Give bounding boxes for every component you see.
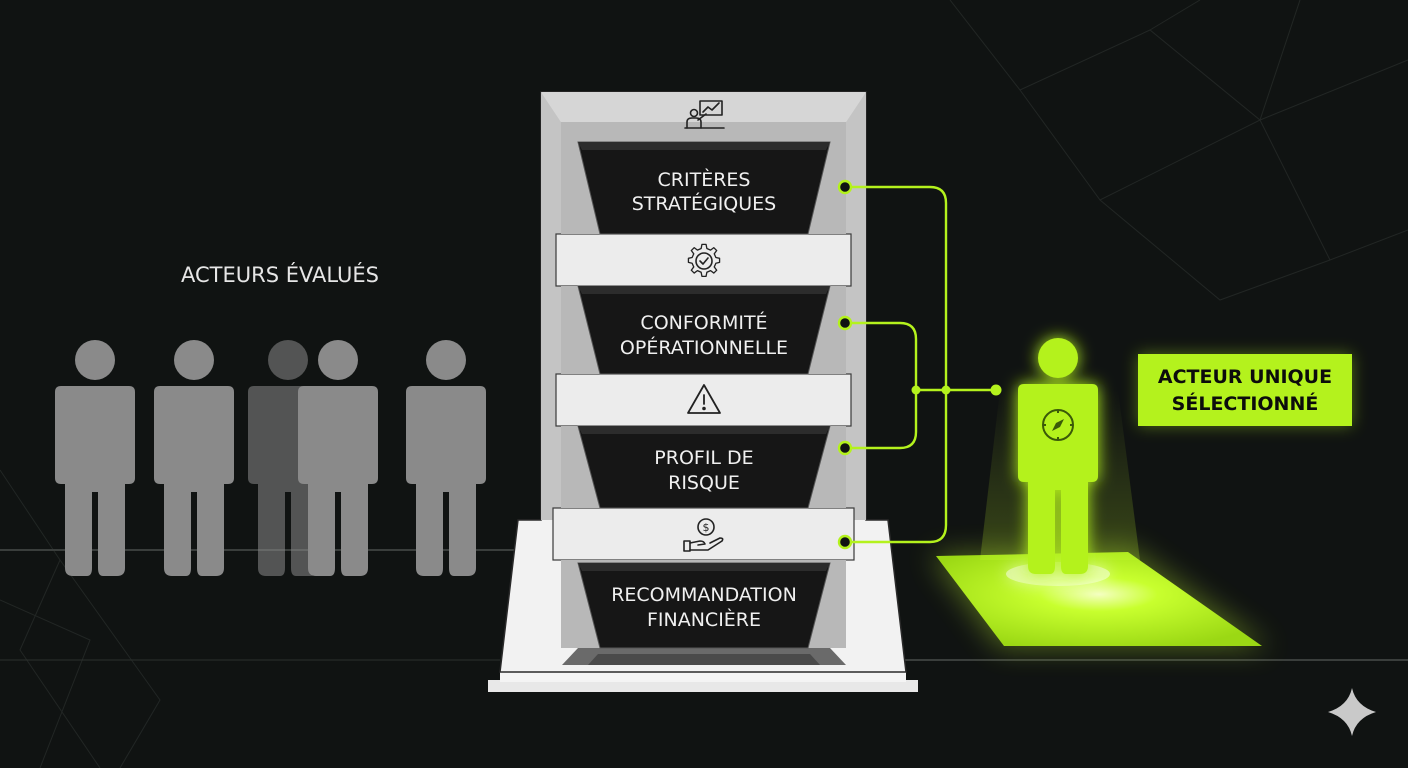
warning-icon — [687, 384, 721, 414]
hand-coin-icon: $ — [683, 518, 724, 552]
connector-nodes — [837, 179, 853, 550]
selected-actor-platform — [930, 548, 1270, 648]
stage-profil-de-risque: PROFIL DE RISQUE — [561, 425, 846, 509]
stage-label-line2: OPÉRATIONNELLE — [620, 336, 788, 359]
result-label-line1: ACTEUR UNIQUE — [1158, 366, 1332, 388]
compass-icon — [1042, 409, 1074, 441]
stage-label-line2: RISQUE — [668, 472, 740, 494]
person-figure — [55, 340, 135, 576]
stage-label-line1: PROFIL DE — [654, 447, 753, 469]
sparkle-icon — [1328, 688, 1376, 736]
stage-connectors — [852, 185, 996, 544]
stage-label-line2: FINANCIÈRE — [647, 608, 761, 631]
person-figure — [406, 340, 486, 576]
evaluated-actors-group — [55, 340, 486, 576]
connector-joints — [911, 384, 1002, 396]
stage-label-line1: RECOMMANDATION — [611, 584, 797, 606]
presentation-chart-icon — [684, 100, 725, 129]
person-figure — [154, 340, 234, 576]
tower-base — [488, 680, 918, 692]
stage-criteres-strategiques: CRITÈRES STRATÉGIQUES — [561, 122, 846, 235]
stage-recommandation-financiere: RECOMMANDATION FINANCIÈRE — [561, 560, 846, 649]
candidates-label: ACTEURS ÉVALUÉS — [181, 262, 379, 287]
gear-check-icon — [687, 243, 721, 278]
stage-label-line2: STRATÉGIQUES — [632, 192, 777, 215]
svg-text:$: $ — [703, 521, 710, 534]
person-figure — [298, 340, 378, 576]
stage-label-line1: CONFORMITÉ — [640, 311, 767, 334]
stage-label-line1: CRITÈRES — [658, 168, 751, 191]
selected-actor-figure — [1018, 338, 1098, 574]
selected-actor-label: ACTEUR UNIQUE SÉLECTIONNÉ — [1138, 354, 1352, 426]
stage-conformite-operationnelle: CONFORMITÉ OPÉRATIONNELLE — [561, 285, 846, 375]
result-label-line2: SÉLECTIONNÉ — [1172, 392, 1319, 415]
